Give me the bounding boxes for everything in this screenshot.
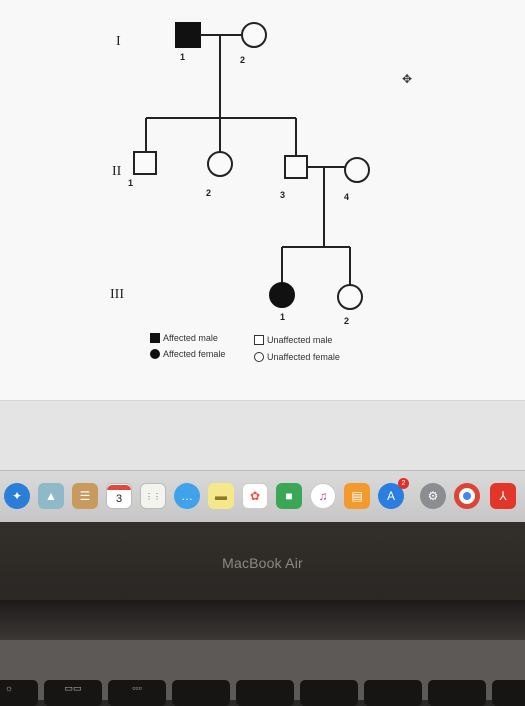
key-mission-control[interactable]: ▭▭ [44, 680, 102, 706]
key-f5[interactable] [172, 680, 230, 706]
gen3-num-1: 1 [280, 312, 285, 322]
legend: Affected male Affected female Unaffected… [150, 333, 370, 373]
acrobat-icon[interactable]: ⅄ [490, 483, 516, 509]
legend-unaffected-male-label: Unaffected male [267, 335, 333, 345]
gen3-female-1-affected [269, 282, 295, 308]
gen2-female-2 [207, 151, 233, 177]
affected-female-symbol-icon [150, 349, 160, 359]
gen2-male-3 [284, 155, 308, 179]
gen-label-3: III [110, 287, 124, 302]
unaffected-female-symbol-icon [254, 352, 264, 362]
chrome-center [463, 492, 471, 500]
system-preferences-icon[interactable]: ⚙ [420, 483, 446, 509]
contacts-icon[interactable]: ☰ [72, 483, 98, 509]
facetime-icon[interactable]: ■ [276, 483, 302, 509]
legend-affected-female: Affected female [150, 349, 225, 359]
key-launchpad[interactable]: ▫▫▫ [108, 680, 166, 706]
pedigree-chart: I II III 1 2 1 2 3 4 [110, 22, 370, 326]
key-f9[interactable] [428, 680, 486, 706]
gen2-male-1 [133, 151, 157, 175]
unaffected-male-symbol-icon [254, 335, 264, 345]
gen3-female-2 [337, 284, 363, 310]
chrome-icon[interactable] [454, 483, 480, 509]
legend-unaffected-female-label: Unaffected female [267, 352, 340, 362]
screen: I II III 1 2 1 2 3 4 [0, 0, 525, 471]
laptop-hinge [0, 600, 525, 640]
legend-affected-female-label: Affected female [163, 349, 226, 359]
ibooks-icon[interactable]: ▤ [344, 483, 370, 509]
preview-icon[interactable]: ▲ [38, 483, 64, 509]
gen2-num-1: 1 [128, 178, 133, 188]
itunes-icon[interactable]: ♫ [310, 483, 336, 509]
laptop-brand: MacBook Air [222, 555, 303, 571]
key-f7[interactable] [300, 680, 358, 706]
window-background [0, 400, 525, 471]
affected-male-symbol-icon [150, 333, 160, 343]
key-f10[interactable] [492, 680, 525, 706]
legend-unaffected-male: Unaffected male [254, 335, 332, 345]
gen1-female-2 [241, 22, 267, 48]
laptop-bezel [0, 522, 525, 600]
gen2-num-4: 4 [344, 192, 349, 202]
calendar-icon[interactable]: 3 [106, 483, 132, 509]
gen2-female-4 [344, 157, 370, 183]
app-store-badge: 2 [398, 478, 409, 489]
gen1-num-1: 1 [180, 52, 185, 62]
legend-affected-male: Affected male [150, 333, 218, 343]
gen2-num-3: 3 [280, 190, 285, 200]
key-f6[interactable] [236, 680, 294, 706]
gen1-male-1-affected [175, 22, 201, 48]
gen2-num-2: 2 [206, 188, 211, 198]
move-cursor-icon: ✥ [402, 72, 413, 86]
notes-icon[interactable]: ⋮⋮ [140, 483, 166, 509]
legend-affected-male-label: Affected male [163, 333, 218, 343]
photos-icon[interactable]: ✿ [242, 483, 268, 509]
pedigree-document: I II III 1 2 1 2 3 4 [0, 0, 525, 400]
calendar-day: 3 [115, 492, 123, 505]
messages-icon[interactable]: … [174, 483, 200, 509]
gen3-num-2: 2 [344, 316, 349, 326]
stickies-icon[interactable]: ▬ [208, 483, 234, 509]
legend-unaffected-female: Unaffected female [254, 352, 340, 362]
calendar-header [107, 484, 131, 490]
gen1-num-2: 2 [240, 55, 245, 65]
gen-label-2: II [112, 164, 122, 179]
gen-label-1: I [116, 34, 121, 49]
key-f8[interactable] [364, 680, 422, 706]
key-brightness-down[interactable]: ☼ [0, 680, 38, 706]
safari-icon[interactable]: ✦ [4, 483, 30, 509]
